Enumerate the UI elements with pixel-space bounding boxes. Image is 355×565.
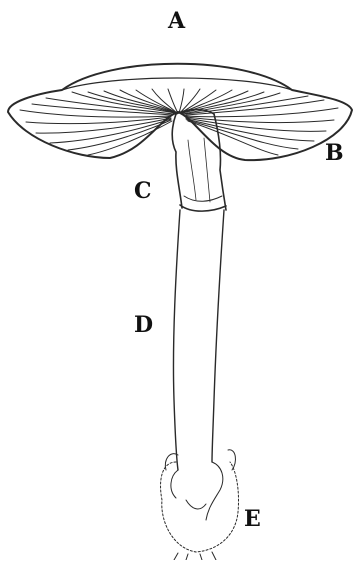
label-e: E (244, 508, 261, 530)
label-a: A (168, 10, 185, 32)
mushroom-gills (20, 89, 338, 155)
mushroom-stalk (173, 210, 224, 470)
mushroom-volva (161, 450, 239, 560)
label-d: D (134, 314, 153, 336)
label-b: B (325, 142, 344, 164)
label-c: C (134, 180, 152, 202)
